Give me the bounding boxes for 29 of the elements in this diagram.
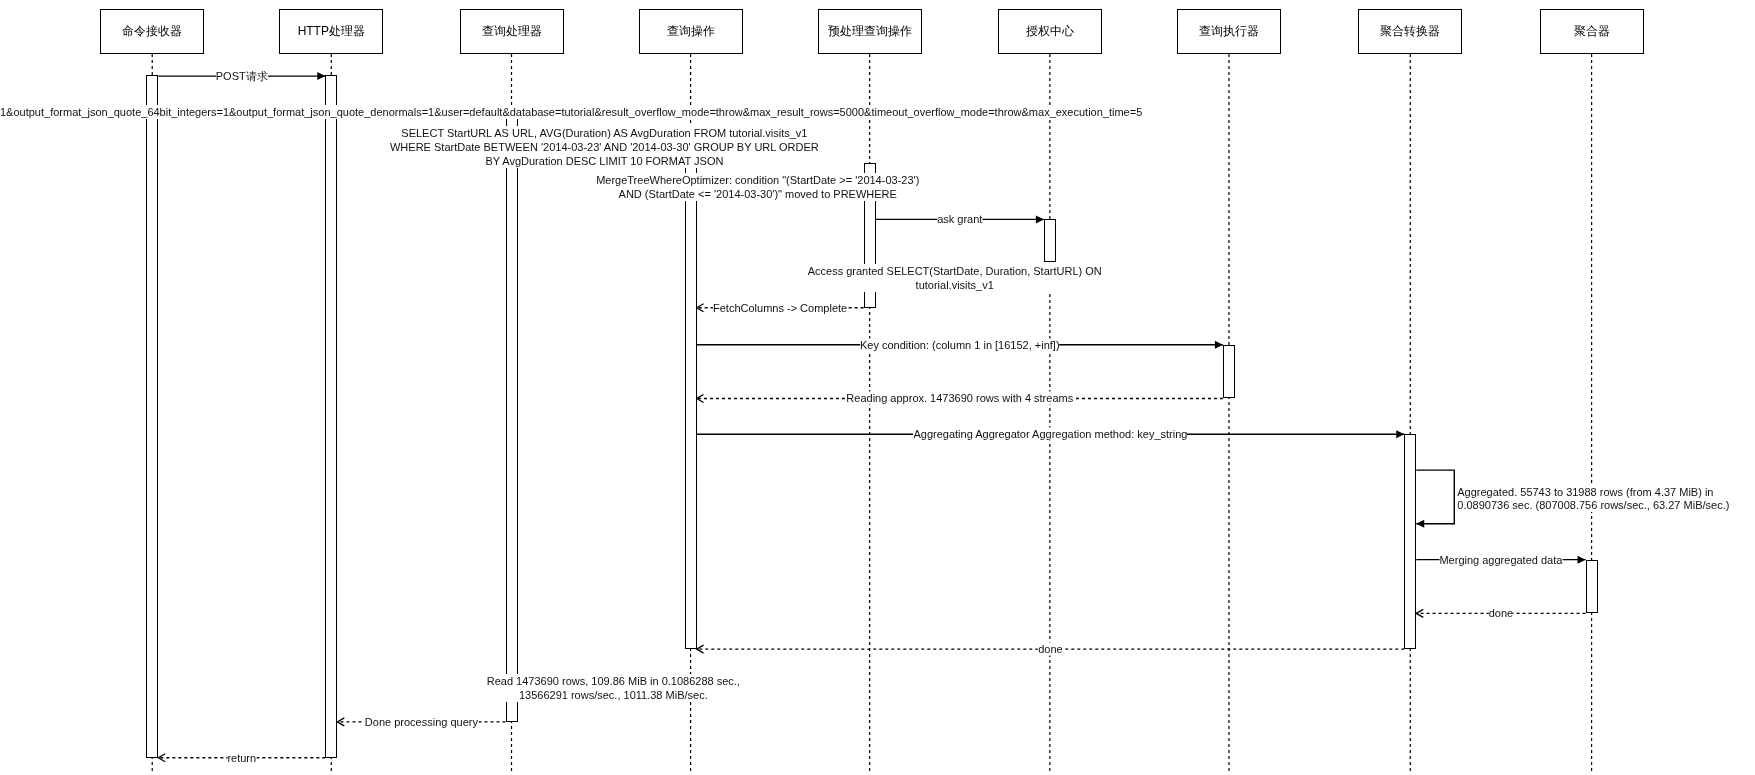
- participant-box: 查询执行器: [1176, 9, 1281, 54]
- activation-bar: [1404, 434, 1417, 650]
- note-text: 1&output_format_json_quote_64bit_integers=1&output_format_json_quote_denormals=1&user=default&database=tutorial&result_overflow_mode=throw&max_result_rows=5000&timeout_overflow_mode=throw&max_execution_time=5: [0, 105, 1143, 120]
- message-arrow: [1415, 469, 1455, 528]
- activation-bar: [1585, 559, 1598, 614]
- message-label: Reading approx. 1473690 rows with 4 streams: [846, 391, 1074, 405]
- message-label: done: [1488, 606, 1514, 620]
- message-arrow: [157, 753, 326, 763]
- message-label: POST请求: [215, 69, 268, 83]
- participant-box: 授权中心: [997, 9, 1102, 54]
- message-label: FetchColumns -> Complete: [713, 301, 848, 315]
- message-label: Aggregating Aggregator Aggregation method: key_string: [913, 427, 1188, 441]
- participant-box: 聚合转换器: [1358, 9, 1463, 54]
- participant-box: 预处理查询操作: [817, 9, 922, 54]
- message-label: done: [1038, 642, 1063, 656]
- message-label: return: [227, 751, 257, 765]
- activation-bar: [1222, 344, 1235, 399]
- participant-box: 查询处理器: [459, 9, 564, 54]
- activation-bar: [1043, 219, 1056, 262]
- participant-box: HTTP处理器: [279, 9, 384, 54]
- message-arrow: [1415, 608, 1587, 618]
- message-arrow: [695, 644, 1405, 654]
- message-label: Key condition: (column 1 in [16152, +inf]): [859, 338, 1060, 352]
- message-label: ask grant: [937, 212, 983, 226]
- participant-box: 查询操作: [638, 9, 743, 54]
- participant-box: 命令接收器: [100, 9, 205, 54]
- message-label: Merging aggregated data: [1439, 553, 1563, 567]
- message-label: Done processing query: [364, 715, 478, 729]
- participant-box: 聚合器: [1539, 9, 1644, 54]
